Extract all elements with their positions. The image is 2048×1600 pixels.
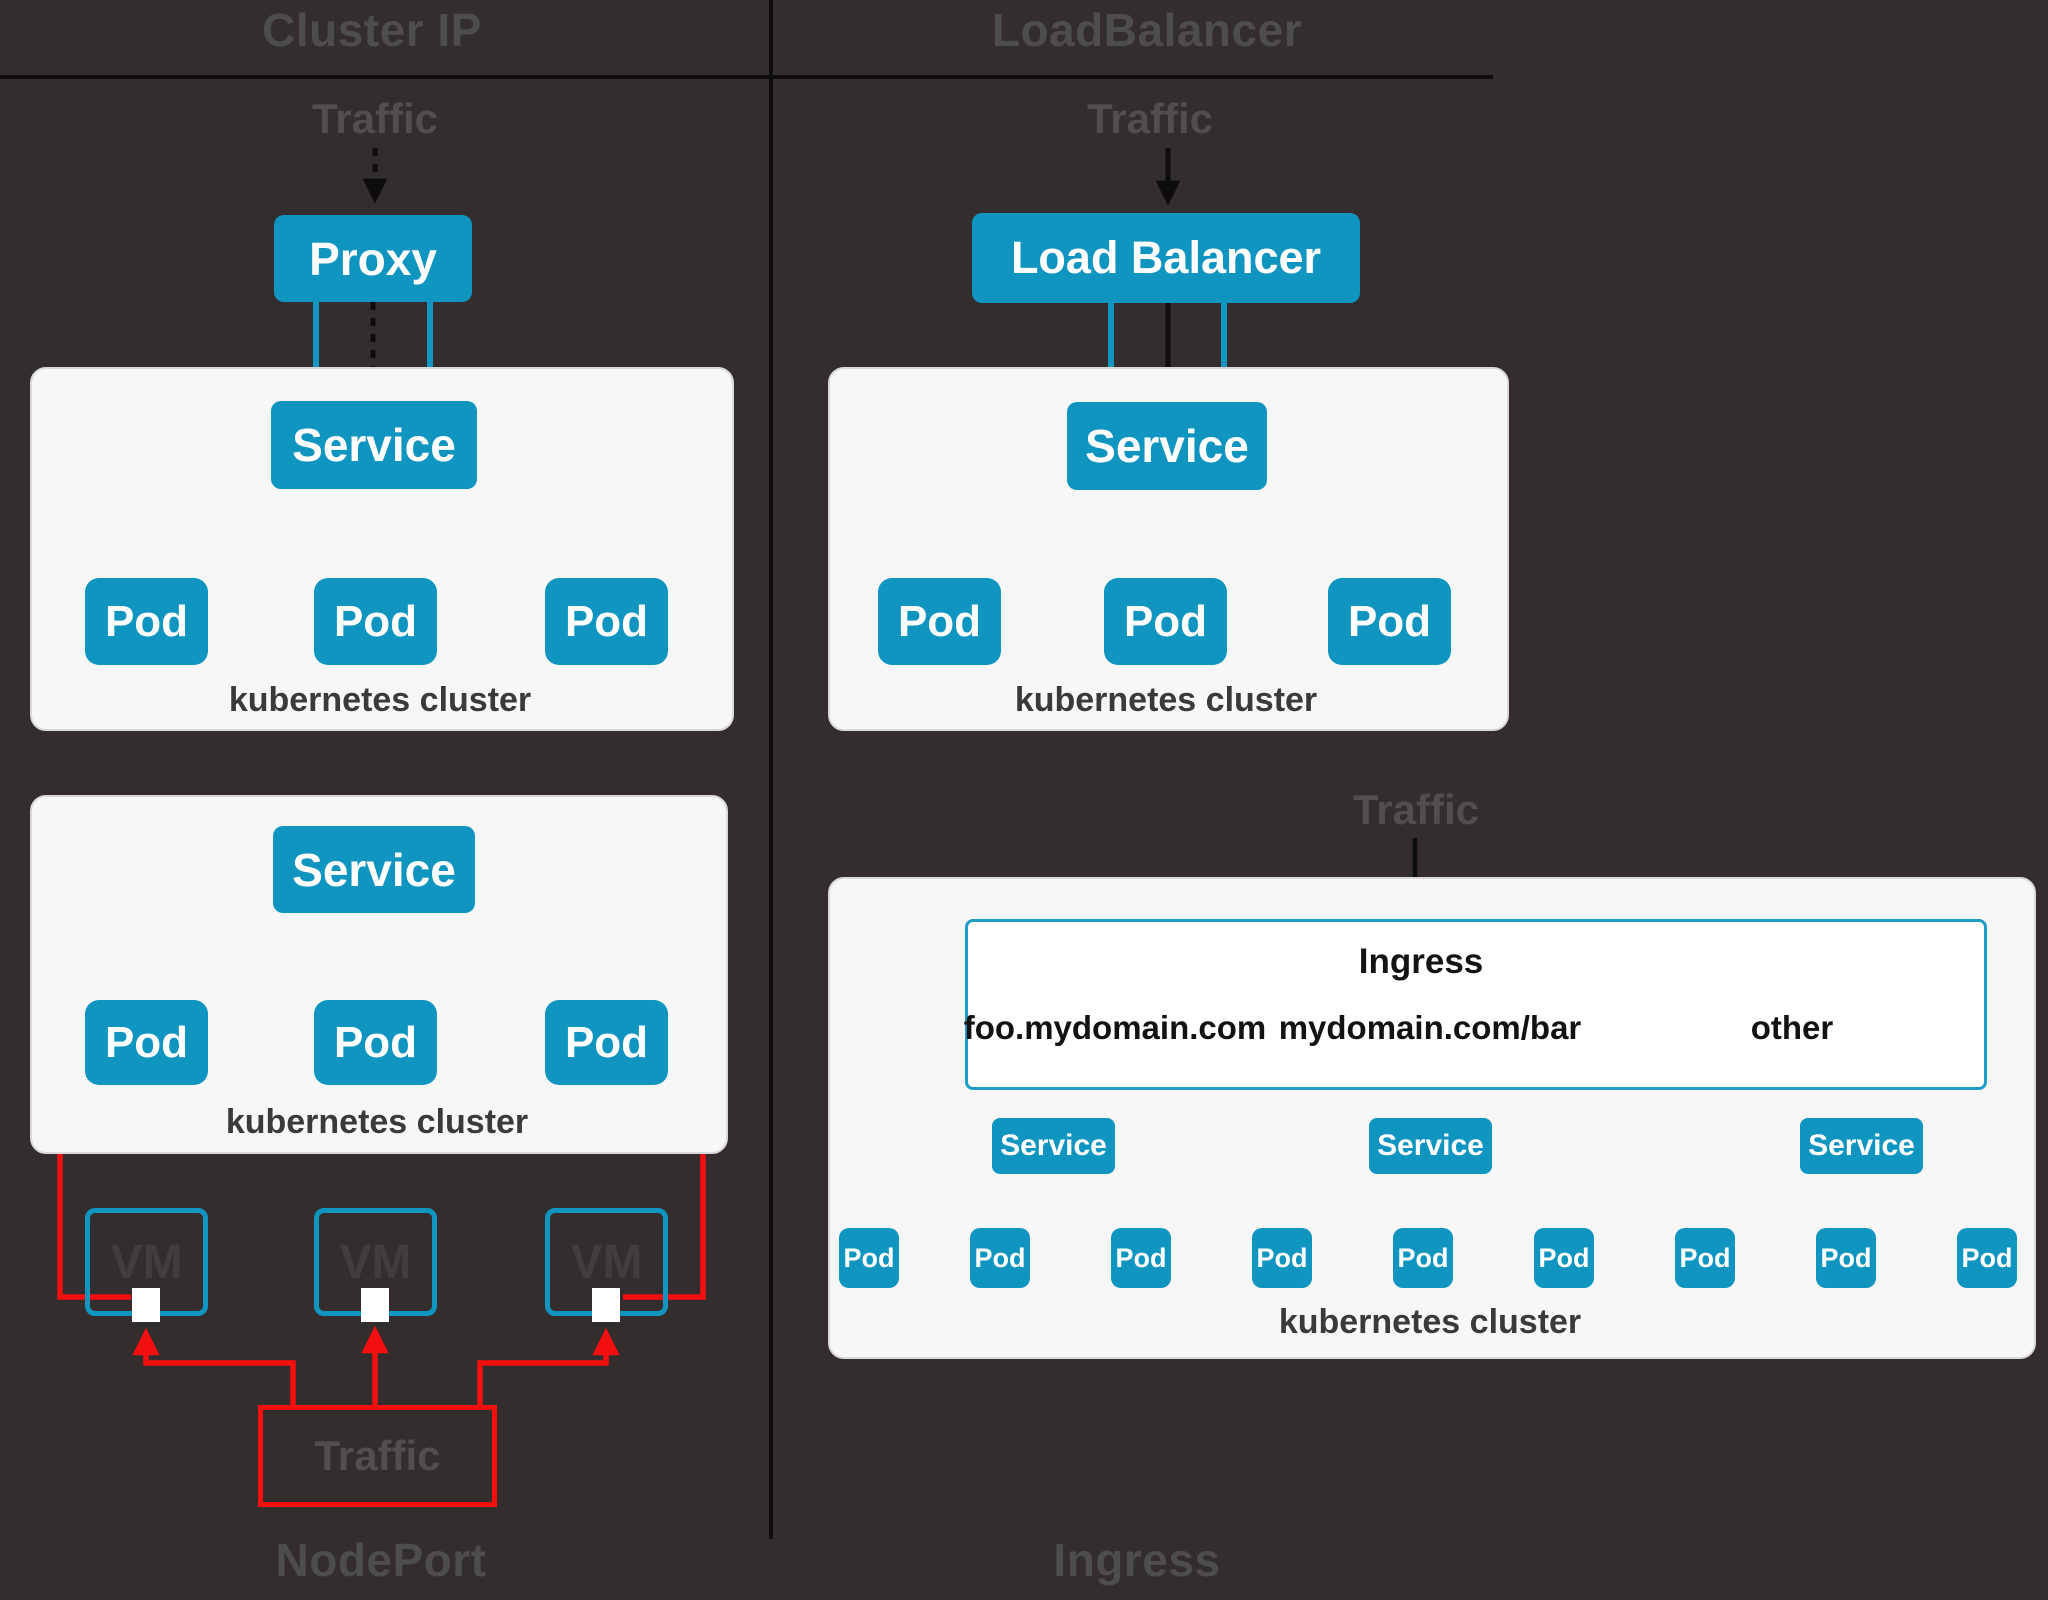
ingress-pod-node: Pod [1111,1228,1171,1288]
ingress-route-other: other [1750,1009,1834,1046]
ingress-cluster-label: kubernetes cluster [1278,1302,1582,1341]
ingress-controller-panel [965,919,1987,1090]
nodeport-pod-node: Pod [545,1000,668,1085]
nodeport-pod-node: Pod [85,1000,208,1085]
loadbalancer-pod-node: Pod [1104,578,1227,665]
loadbalancer-traffic-label: Traffic [1086,95,1214,142]
vertical-divider [769,0,773,1539]
ingress-pod-node: Pod [1675,1228,1735,1288]
loadbalancer-pod-node: Pod [1328,578,1451,665]
ingress-service-node: Service [992,1118,1115,1174]
clusterip-pod-node: Pod [85,578,208,665]
loadbalancer-title: LoadBalancer [991,4,1303,56]
clusterip-pod-node: Pod [314,578,437,665]
ingress-title: Ingress [1053,1534,1221,1586]
nodeport-title: NodePort [275,1534,487,1586]
clusterip-pod-node: Pod [545,578,668,665]
ingress-service-node: Service [1369,1118,1492,1174]
red-trunk-to-vm3 [477,1327,620,1405]
ingress-pod-node: Pod [1816,1228,1876,1288]
nodeport-traffic-label: Traffic [314,1432,441,1479]
proxy-node: Proxy [274,215,472,302]
ingress-pod-node: Pod [839,1228,899,1288]
loadbalancer-pod-node: Pod [878,578,1001,665]
ingress-pod-node: Pod [1252,1228,1312,1288]
vm-nodeport-socket [132,1288,160,1322]
nodeport-pod-node: Pod [314,1000,437,1085]
nodeport-cluster-label: kubernetes cluster [225,1102,529,1141]
vm-nodeport-socket [361,1288,389,1322]
vm-node: VM [545,1208,668,1316]
ingress-route-foo: foo.mydomain.com [963,1009,1267,1046]
clusterip-title: Cluster IP [262,4,482,56]
ingress-pod-node: Pod [970,1228,1030,1288]
vm-nodeport-socket [592,1288,620,1322]
ingress-service-node: Service [1800,1118,1923,1174]
nodeport-traffic-box: Traffic [258,1405,497,1507]
horizontal-divider [0,75,1493,79]
clusterip-cluster-label: kubernetes cluster [228,680,532,719]
ingress-pod-node: Pod [1393,1228,1453,1288]
ingress-node-label: Ingress [1358,942,1484,981]
ingress-route-bar: mydomain.com/bar [1278,1009,1582,1046]
nodeport-service-node: Service [273,826,475,913]
clusterip-service-node: Service [271,401,477,489]
ingress-pod-node: Pod [1957,1228,2017,1288]
loadbalancer-service-node: Service [1067,402,1267,490]
ingress-traffic-label: Traffic [1352,786,1480,833]
loadbalancer-cluster-label: kubernetes cluster [1014,680,1318,719]
load-balancer-node: Load Balancer [972,213,1360,303]
clusterip-traffic-label: Traffic [311,95,439,142]
red-trunk-to-vm1 [132,1327,296,1405]
ingress-pod-node: Pod [1534,1228,1594,1288]
